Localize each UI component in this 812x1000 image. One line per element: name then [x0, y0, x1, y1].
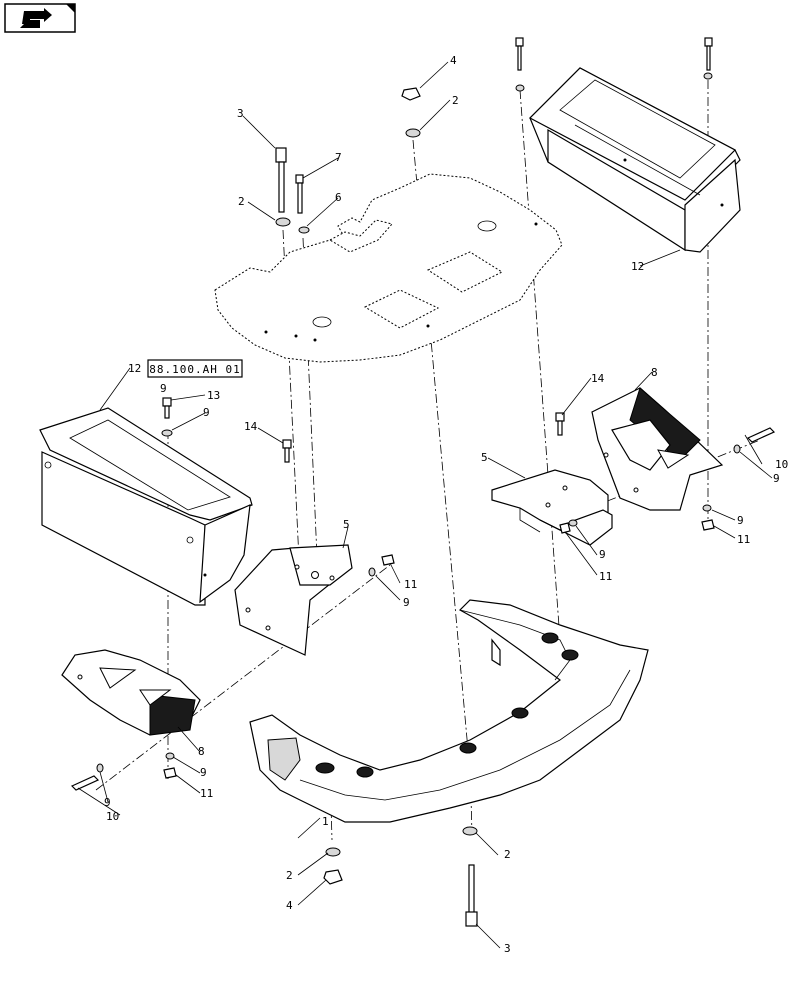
callout-9: 9 [737, 514, 744, 527]
hardware [70, 37, 776, 927]
callout-13: 13 [207, 389, 220, 402]
reference-label[interactable]: 88.100.AH 01 [149, 363, 240, 376]
callout-10: 10 [775, 458, 788, 471]
callout-14: 14 [591, 372, 605, 385]
callout-11: 11 [737, 533, 750, 546]
callout-10: 10 [106, 810, 119, 823]
reference-link[interactable]: 88.100.AH 01 [147, 359, 243, 378]
callout-8: 8 [651, 366, 658, 379]
callout-9: 9 [773, 472, 780, 485]
callout-9: 9 [104, 796, 111, 809]
callout-6: 6 [335, 191, 342, 204]
cab-floor-plate [214, 173, 563, 363]
callout-14: 14 [244, 420, 258, 433]
callout-9: 9 [403, 596, 410, 609]
callout-11: 11 [599, 570, 612, 583]
callout-4: 4 [450, 54, 457, 67]
callout-1: 1 [322, 815, 329, 828]
callout-2: 2 [238, 195, 245, 208]
support-bracket-left [234, 544, 353, 656]
callout-3: 3 [504, 942, 511, 955]
callout-8: 8 [198, 745, 205, 758]
callout-9: 9 [599, 548, 606, 561]
callout-5: 5 [481, 451, 488, 464]
callout-11: 11 [200, 787, 213, 800]
callout-2: 2 [452, 94, 459, 107]
callout-11: 11 [404, 578, 417, 591]
manual-navigation-icon[interactable] [4, 3, 76, 33]
tool-box-left [39, 407, 253, 606]
callout-9: 9 [200, 766, 207, 779]
main-frame [249, 599, 649, 823]
callout-9: 9 [160, 382, 167, 395]
mount-left [61, 649, 201, 736]
callout-12: 12 [128, 362, 141, 375]
callout-2: 2 [504, 848, 511, 861]
support-bracket-right [491, 469, 613, 546]
mount-right [591, 387, 724, 511]
callout-7: 7 [335, 151, 342, 164]
callout-2: 2 [286, 869, 293, 882]
callout-12: 12 [631, 260, 644, 273]
callout-4: 4 [286, 899, 293, 912]
callout-9: 9 [203, 406, 210, 419]
tool-box-right [529, 67, 741, 253]
leader-lines [77, 61, 773, 949]
callout-labels: 1 2 2 2 2 3 3 4 4 5 5 6 7 8 8 9 9 9 9 9 … [104, 54, 788, 955]
callout-3: 3 [237, 107, 244, 120]
callout-5: 5 [343, 518, 350, 531]
